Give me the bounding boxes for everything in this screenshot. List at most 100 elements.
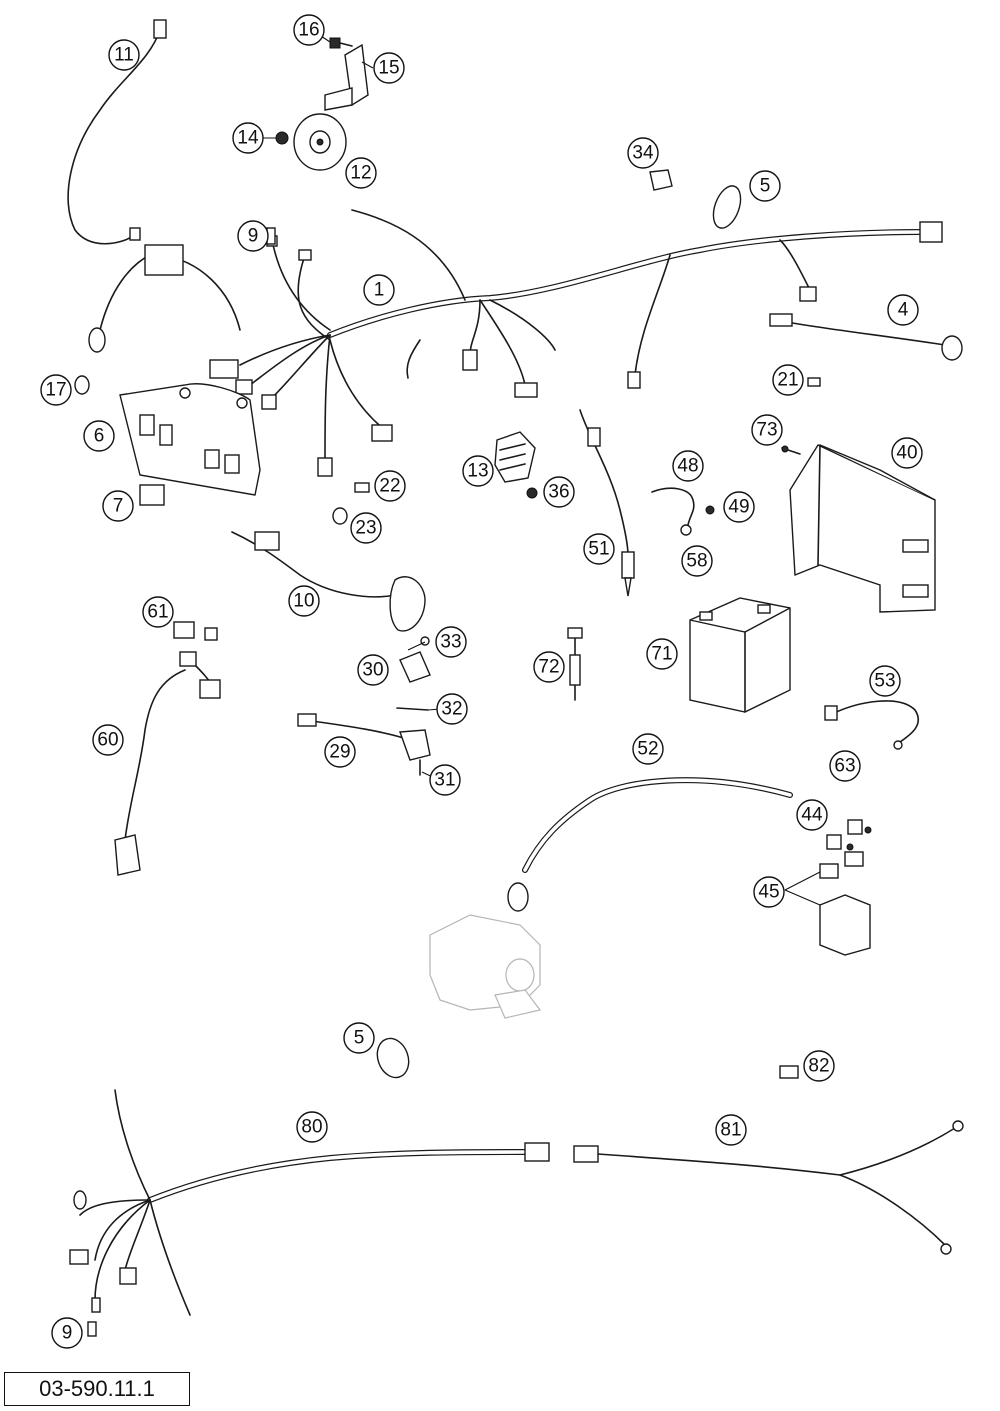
part-32-screw (396, 707, 429, 711)
svg-text:29: 29 (329, 742, 350, 763)
part-51-switch (579, 409, 635, 597)
part-36-bolt (526, 487, 538, 499)
starter-motor-reference (429, 914, 542, 1019)
part-71-battery (689, 597, 791, 713)
svg-text:52: 52 (637, 739, 658, 760)
callout-48: 48 (672, 450, 704, 482)
drawing-code-label: 03-590.11.1 (4, 1372, 190, 1406)
callout-22: 22 (374, 470, 406, 502)
svg-text:61: 61 (147, 602, 168, 623)
part-53-ground-cable (824, 700, 920, 750)
svg-text:49: 49 (728, 497, 749, 518)
svg-text:5: 5 (760, 176, 771, 197)
callout-12: 12 (345, 157, 377, 189)
part-23-nut (332, 507, 348, 525)
part-29-sensor (297, 713, 431, 761)
svg-text:12: 12 (350, 163, 371, 184)
svg-text:44: 44 (801, 805, 823, 826)
callout-31: 31 (429, 764, 461, 796)
callout-15: 15 (373, 52, 405, 84)
svg-text:80: 80 (301, 1117, 322, 1138)
svg-text:31: 31 (434, 770, 455, 791)
callout-61: 61 (142, 596, 174, 628)
svg-text:53: 53 (874, 671, 895, 692)
callout-14: 14 (232, 122, 264, 154)
svg-text:71: 71 (651, 644, 672, 665)
part-14-bolt (275, 131, 289, 145)
svg-text:40: 40 (896, 443, 917, 464)
part-13-regulator (494, 431, 536, 483)
callout-13: 13 (462, 455, 494, 487)
svg-text:63: 63 (834, 756, 855, 777)
callout-5-top: 5 (749, 170, 781, 202)
part-61-cover (173, 621, 195, 639)
callout-30: 30 (357, 654, 389, 686)
svg-text:16: 16 (298, 20, 319, 41)
callout-58: 58 (681, 545, 713, 577)
svg-text:5: 5 (354, 1028, 365, 1049)
part-60-ignition-coil (114, 627, 221, 876)
svg-text:14: 14 (237, 128, 259, 149)
callout-29: 29 (324, 736, 356, 768)
svg-text:22: 22 (379, 476, 400, 497)
svg-text:21: 21 (777, 370, 798, 391)
part-17-bulb (74, 244, 241, 395)
callout-52: 52 (632, 733, 664, 765)
part-34-grommet (649, 169, 673, 191)
svg-text:1: 1 (374, 280, 385, 301)
part-22-screw (354, 482, 370, 493)
callout-44: 44 (796, 799, 828, 831)
svg-text:15: 15 (378, 58, 399, 79)
callout-40: 40 (891, 437, 923, 469)
part-1-main-harness (209, 209, 943, 477)
svg-text:58: 58 (686, 551, 707, 572)
svg-text:23: 23 (355, 518, 376, 539)
callout-21: 21 (772, 364, 804, 396)
callout-10: 10 (288, 585, 320, 617)
callout-82: 82 (803, 1050, 835, 1082)
part-12-horn (293, 113, 347, 171)
svg-text:48: 48 (677, 456, 698, 477)
part-9-fuse-bottom (87, 1321, 97, 1337)
svg-text:82: 82 (808, 1056, 829, 1077)
part-11-cable (67, 19, 167, 245)
callout-33: 33 (435, 626, 467, 658)
callout-80: 80 (296, 1111, 328, 1143)
callout-36: 36 (543, 476, 575, 508)
callout-60: 60 (92, 724, 124, 756)
svg-text:45: 45 (758, 882, 779, 903)
part-40-battery-box (789, 444, 936, 613)
part-52-starter-cable (507, 777, 793, 912)
part-5-cable-tie-top (712, 185, 742, 229)
callout-6: 6 (83, 420, 115, 452)
part-45-starter-relay (784, 851, 871, 956)
part-30-bracket (399, 651, 431, 683)
callout-17: 17 (40, 374, 72, 406)
svg-text:32: 32 (441, 699, 462, 720)
callout-51: 51 (583, 533, 615, 565)
callout-7: 7 (102, 490, 134, 522)
svg-text:73: 73 (756, 420, 777, 441)
callout-9-bottom: 9 (51, 1317, 83, 1349)
part-44-cover (826, 819, 863, 850)
callout-53: 53 (869, 665, 901, 697)
svg-text:13: 13 (467, 461, 488, 482)
part-81-harness (573, 1120, 964, 1255)
svg-text:4: 4 (898, 300, 909, 321)
svg-text:11: 11 (114, 45, 134, 66)
callout-71: 71 (646, 638, 678, 670)
part-15-bracket (324, 43, 369, 111)
callout-1: 1 (363, 274, 395, 306)
svg-text:60: 60 (97, 730, 118, 751)
part-21-clip (807, 377, 821, 387)
callout-49: 49 (723, 491, 755, 523)
callout-34: 34 (627, 137, 659, 169)
callout-11: 11 (108, 39, 140, 71)
svg-text:51: 51 (588, 539, 609, 560)
part-6-mounting-plate (119, 383, 261, 496)
part-48-cable (651, 487, 695, 536)
callout-4: 4 (887, 294, 919, 326)
part-5-cable-tie-bottom (376, 1037, 410, 1079)
